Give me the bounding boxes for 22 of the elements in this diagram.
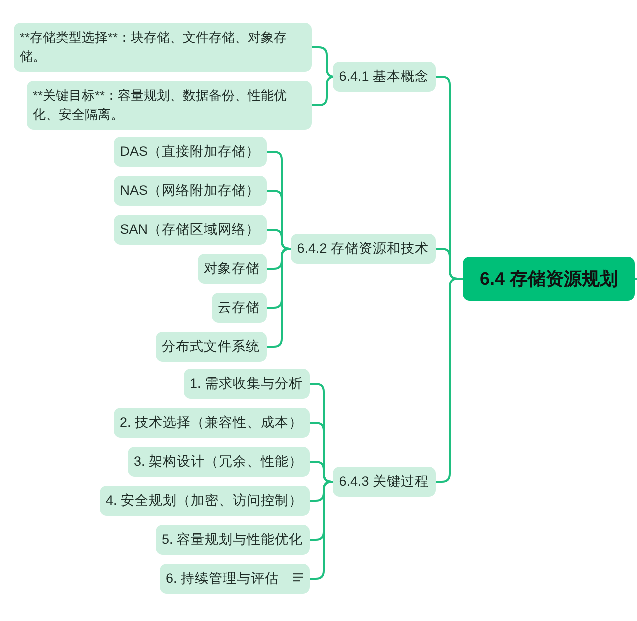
connector-line [310, 481, 334, 580]
central-topic-box: 6.4 存储资源规划 [463, 257, 635, 301]
subtopic-box: 对象存储 [198, 254, 267, 284]
subtopic-box: 3. 架构设计（冗余、性能） [128, 447, 310, 477]
subtopic-box [160, 564, 310, 594]
connector-line [267, 248, 292, 348]
subtopic-box: DAS（直接附加存储） [114, 137, 267, 167]
main-topic-box: 6.4.2 存储资源和技术 [291, 234, 436, 264]
subtopic-box: 分布式文件系统 [156, 332, 267, 362]
subtopic-box: NAS（网络附加存储） [114, 176, 267, 206]
subtopic-box: 4. 安全规划（加密、访问控制） [100, 486, 310, 516]
main-topic-box: 6.4.3 关键过程 [333, 467, 436, 497]
subtopic-box: SAN（存储区域网络） [114, 215, 267, 245]
subtopic-box: **存储类型选择**：块存储、文件存储、对象存储。 [14, 23, 312, 72]
subtopic-box: **关键目标**：容量规划、数据备份、性能优化、安全隔离。 [27, 81, 312, 130]
subtopic-box: 云存储 [212, 293, 267, 323]
connector-line [635, 278, 637, 280]
subtopic-box: 2. 技术选择（兼容性、成本） [114, 408, 310, 438]
main-topic-box: 6.4.1 基本概念 [333, 62, 436, 92]
subtopic-box: 5. 容量规划与性能优化 [156, 525, 310, 555]
subtopic-box: 1. 需求收集与分析 [184, 369, 310, 399]
topic-label: 6. 持续管理与评估 [166, 571, 279, 586]
